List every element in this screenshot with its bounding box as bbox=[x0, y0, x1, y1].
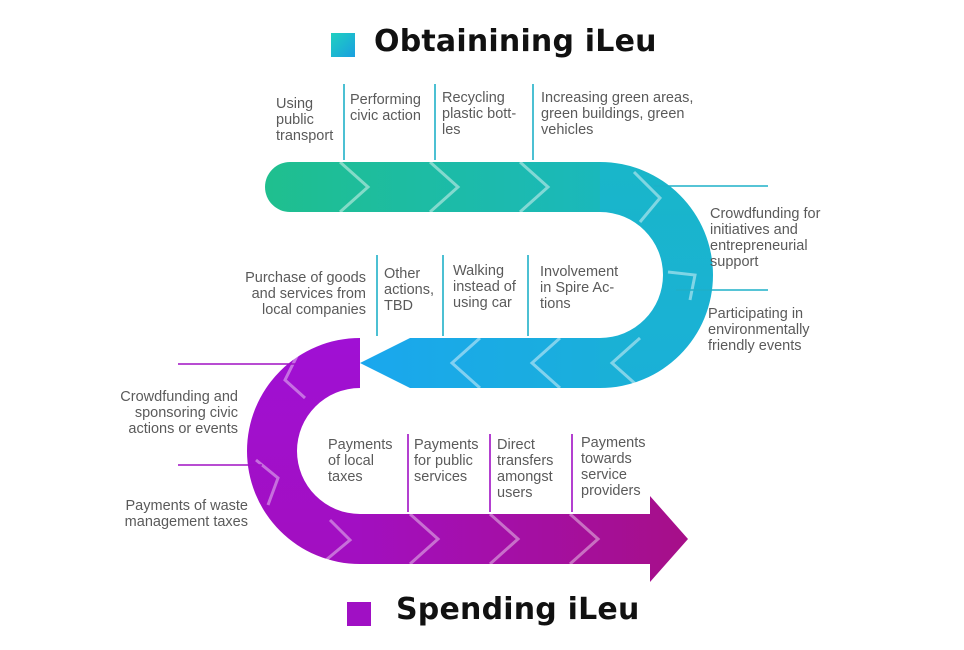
label-green-areas: Increasing green areas, green buildings,… bbox=[541, 90, 694, 138]
spending-connectors bbox=[178, 363, 573, 512]
label-civic-action: Performing civic action bbox=[350, 92, 421, 124]
spending-band bbox=[247, 338, 688, 582]
label-crowdfunding-initiatives: Crowdfunding for initiatives and entrepr… bbox=[710, 206, 821, 270]
obtaining-chevrons bbox=[339, 160, 697, 390]
spending-color-square bbox=[347, 602, 371, 626]
spending-title: Spending iLeu bbox=[396, 592, 640, 627]
label-local-taxes: Payments of local taxes bbox=[328, 437, 393, 485]
label-crowdfunding-civic: Crowdfunding and sponsoring civic action… bbox=[120, 389, 238, 437]
obtaining-title: Obtainining iLeu bbox=[374, 24, 657, 59]
label-direct-transfers: Direct transfers amongst users bbox=[497, 437, 554, 501]
spending-chevrons bbox=[255, 349, 601, 566]
label-service-providers: Payments towards service providers bbox=[581, 435, 646, 499]
obtaining-color-square bbox=[331, 33, 355, 57]
label-local-goods: Purchase of goods and services from loca… bbox=[245, 270, 366, 318]
label-recycling: Recycling plastic bott- les bbox=[442, 90, 517, 138]
label-eco-events: Participating in environmentally friendl… bbox=[708, 306, 810, 354]
label-walking: Walking instead of using car bbox=[453, 263, 516, 311]
label-waste-taxes: Payments of waste management taxes bbox=[124, 498, 248, 530]
obtaining-connectors bbox=[343, 84, 768, 336]
label-public-services: Payments for public services bbox=[414, 437, 479, 485]
label-spire-actions: Involvement in Spire Ac- tions bbox=[540, 264, 619, 312]
label-public-transport: Using public transport bbox=[276, 96, 334, 144]
label-other-actions: Other actions, TBD bbox=[384, 266, 434, 314]
obtaining-top-band bbox=[265, 162, 713, 388]
